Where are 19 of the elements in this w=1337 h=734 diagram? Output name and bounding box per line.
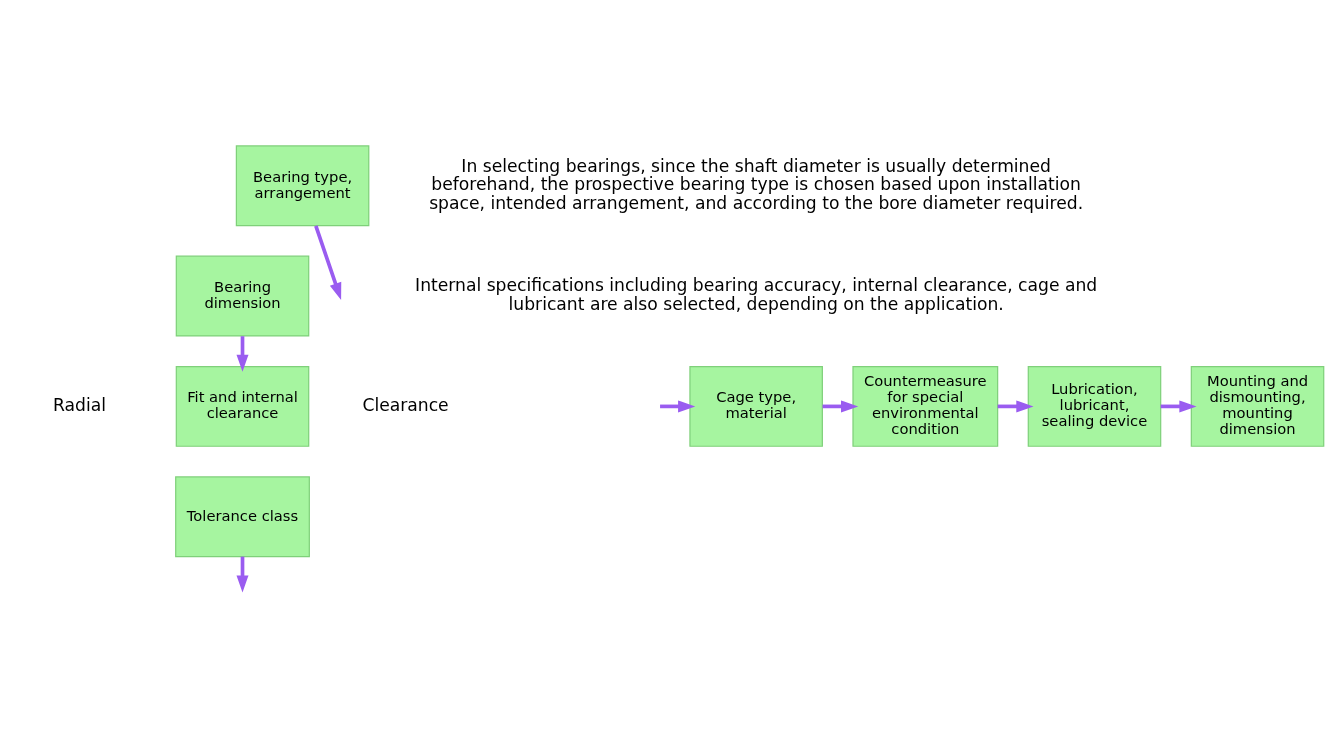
- label: Radial: [52, 394, 106, 415]
- node-box: Bearing dimension: [175, 255, 310, 337]
- arrow: [660, 400, 696, 413]
- arrow: [1160, 400, 1197, 413]
- node-box: Tolerance class: [175, 476, 310, 558]
- node-box: Bearing type, arrangement: [235, 145, 370, 227]
- node-box: Cage type, material: [689, 365, 823, 447]
- node-box: Countermeasure for special environmental condition: [852, 365, 999, 447]
- node-box: Mounting and dismounting, mounting dimension: [1190, 365, 1325, 447]
- arrow: [314, 225, 342, 300]
- arrow: [822, 400, 859, 413]
- arrow: [236, 336, 249, 372]
- node-box: Fit and internal clearance: [175, 365, 310, 447]
- arrow: [236, 556, 249, 593]
- label: Clearance: [362, 394, 449, 415]
- arrow: [997, 400, 1034, 413]
- node-box: Lubrication, lubricant, sealing device: [1027, 365, 1162, 447]
- label: In selecting bearings, since the shaft diameter is usually determined beforehand, the prospective bearing type is chosen based upon installation space, intended arrangement, and according to the bore diameter required.: [429, 155, 1084, 213]
- label: Internal specifications including bearing accuracy, internal clearance, cage and lubricant are also selected, depending on the application.: [415, 275, 1098, 314]
